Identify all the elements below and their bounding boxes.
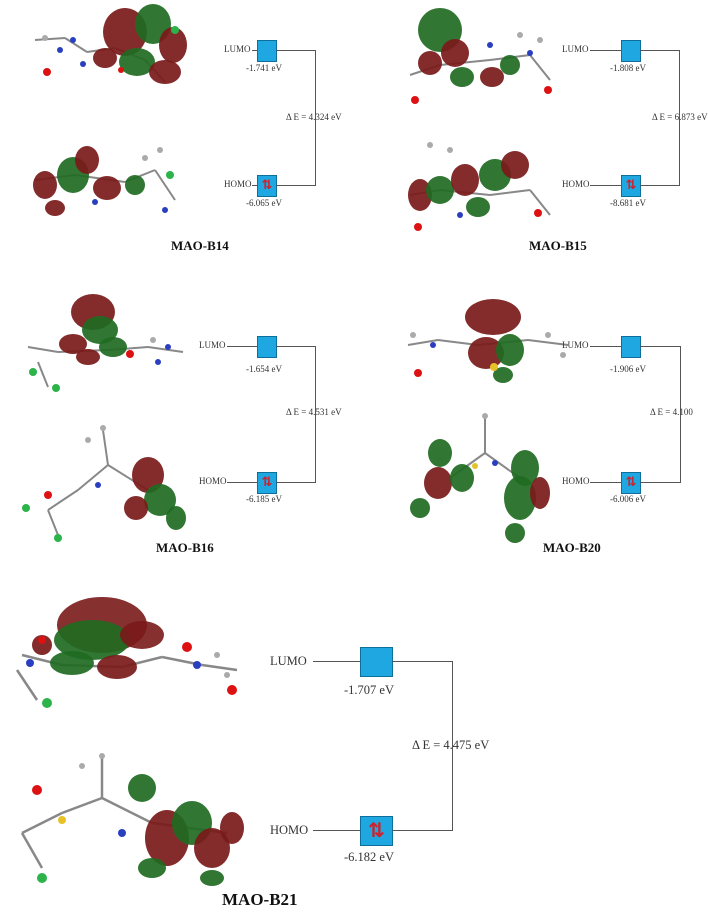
homo-energy: -6.065 eV	[246, 198, 282, 208]
empty-orbital-box-icon	[621, 40, 641, 62]
homo-orbital-image	[25, 130, 190, 225]
panel-mao-b15: LUMO -1.808 eV HOMO ⇅ -8.681 eV Δ E = 6.…	[0, 0, 708, 265]
lumo-energy: -1.654 eV	[246, 364, 282, 374]
compound-name: MAO-B16	[156, 540, 214, 555]
homo-label: HOMO	[224, 179, 252, 189]
lumo-connector	[252, 50, 258, 51]
homo-orbital-image	[400, 408, 560, 548]
lumo-energy: -1.707 eV	[344, 683, 394, 697]
homo-gap-connector	[392, 830, 452, 831]
paired-electron-arrows-icon: ⇅	[360, 816, 393, 846]
homo-label: HOMO	[562, 179, 590, 189]
compound-name: MAO-B14	[171, 238, 229, 253]
homo-label: HOMO	[270, 823, 309, 837]
homo-orbital-image	[400, 135, 560, 235]
energy-gap: Δ E = 4.531 eV	[286, 407, 342, 417]
lumo-gap-connector	[276, 50, 315, 51]
homo-gap-connector	[276, 482, 315, 483]
homo-gap-connector	[640, 482, 680, 483]
panel-mao-b14: LUMO -1.741 eV HOMO ⇅ -6.065 eV Δ E = 4.…	[0, 0, 354, 265]
homo-orbital-image	[18, 420, 193, 545]
panel-mao-b16: LUMO -1.654 eV HOMO ⇅ -6.185 eV Δ E = 4.…	[0, 0, 354, 560]
lumo-connector	[590, 50, 622, 51]
gap-bracket	[680, 346, 681, 483]
homo-energy: -8.681 eV	[610, 198, 646, 208]
empty-orbital-box-icon	[257, 336, 277, 358]
energy-gap: Δ E = 4.100	[650, 407, 693, 417]
lumo-gap-connector	[640, 346, 680, 347]
lumo-label: LUMO	[224, 44, 251, 54]
paired-electron-arrows-icon: ⇅	[621, 472, 641, 494]
lumo-gap-connector	[276, 346, 315, 347]
homo-connector	[590, 482, 622, 483]
lumo-connector	[313, 661, 361, 662]
lumo-orbital-image	[2, 595, 247, 710]
homo-label: HOMO	[562, 476, 590, 486]
gap-bracket	[452, 661, 453, 831]
homo-energy: -6.006 eV	[610, 494, 646, 504]
compound-name: MAO-B21	[222, 890, 298, 909]
homo-energy: -6.182 eV	[344, 850, 394, 864]
compound-name: MAO-B15	[529, 238, 587, 253]
lumo-energy: -1.906 eV	[610, 364, 646, 374]
lumo-connector	[590, 346, 622, 347]
lumo-label: LUMO	[562, 44, 589, 54]
homo-connector	[227, 482, 257, 483]
lumo-energy: -1.808 eV	[610, 63, 646, 73]
gap-bracket	[679, 50, 680, 186]
energy-gap: Δ E = 4.324 eV	[286, 112, 342, 122]
empty-orbital-box-icon	[360, 647, 393, 677]
lumo-orbital-image	[18, 292, 193, 397]
gap-bracket	[315, 50, 316, 186]
homo-gap-connector	[276, 185, 315, 186]
gap-bracket	[315, 346, 316, 483]
paired-electron-arrows-icon: ⇅	[621, 175, 641, 197]
homo-orbital-image	[2, 748, 247, 888]
paired-electron-arrows-icon: ⇅	[257, 472, 277, 494]
compound-name: MAO-B20	[543, 540, 601, 555]
lumo-label: LUMO	[562, 340, 589, 350]
lumo-gap-connector	[640, 50, 679, 51]
lumo-label: LUMO	[270, 654, 307, 668]
homo-energy: -6.185 eV	[246, 494, 282, 504]
paired-electron-arrows-icon: ⇅	[257, 175, 277, 197]
homo-connector	[252, 185, 258, 186]
energy-gap: Δ E = 6.873 eV	[652, 112, 708, 122]
panel-mao-b20: LUMO -1.906 eV HOMO ⇅ -6.006 eV Δ E = 4.…	[398, 295, 693, 555]
lumo-orbital-image	[25, 0, 190, 95]
homo-label: HOMO	[199, 476, 227, 486]
lumo-orbital-image	[398, 295, 578, 390]
lumo-connector	[227, 346, 257, 347]
homo-connector	[313, 830, 361, 831]
empty-orbital-box-icon	[257, 40, 277, 62]
lumo-energy: -1.741 eV	[246, 63, 282, 73]
lumo-gap-connector	[392, 661, 452, 662]
homo-connector	[590, 185, 622, 186]
empty-orbital-box-icon	[621, 336, 641, 358]
lumo-orbital-image	[400, 5, 560, 110]
energy-gap: Δ E = 4.475 eV	[412, 738, 490, 752]
homo-gap-connector	[640, 185, 679, 186]
lumo-label: LUMO	[199, 340, 226, 350]
